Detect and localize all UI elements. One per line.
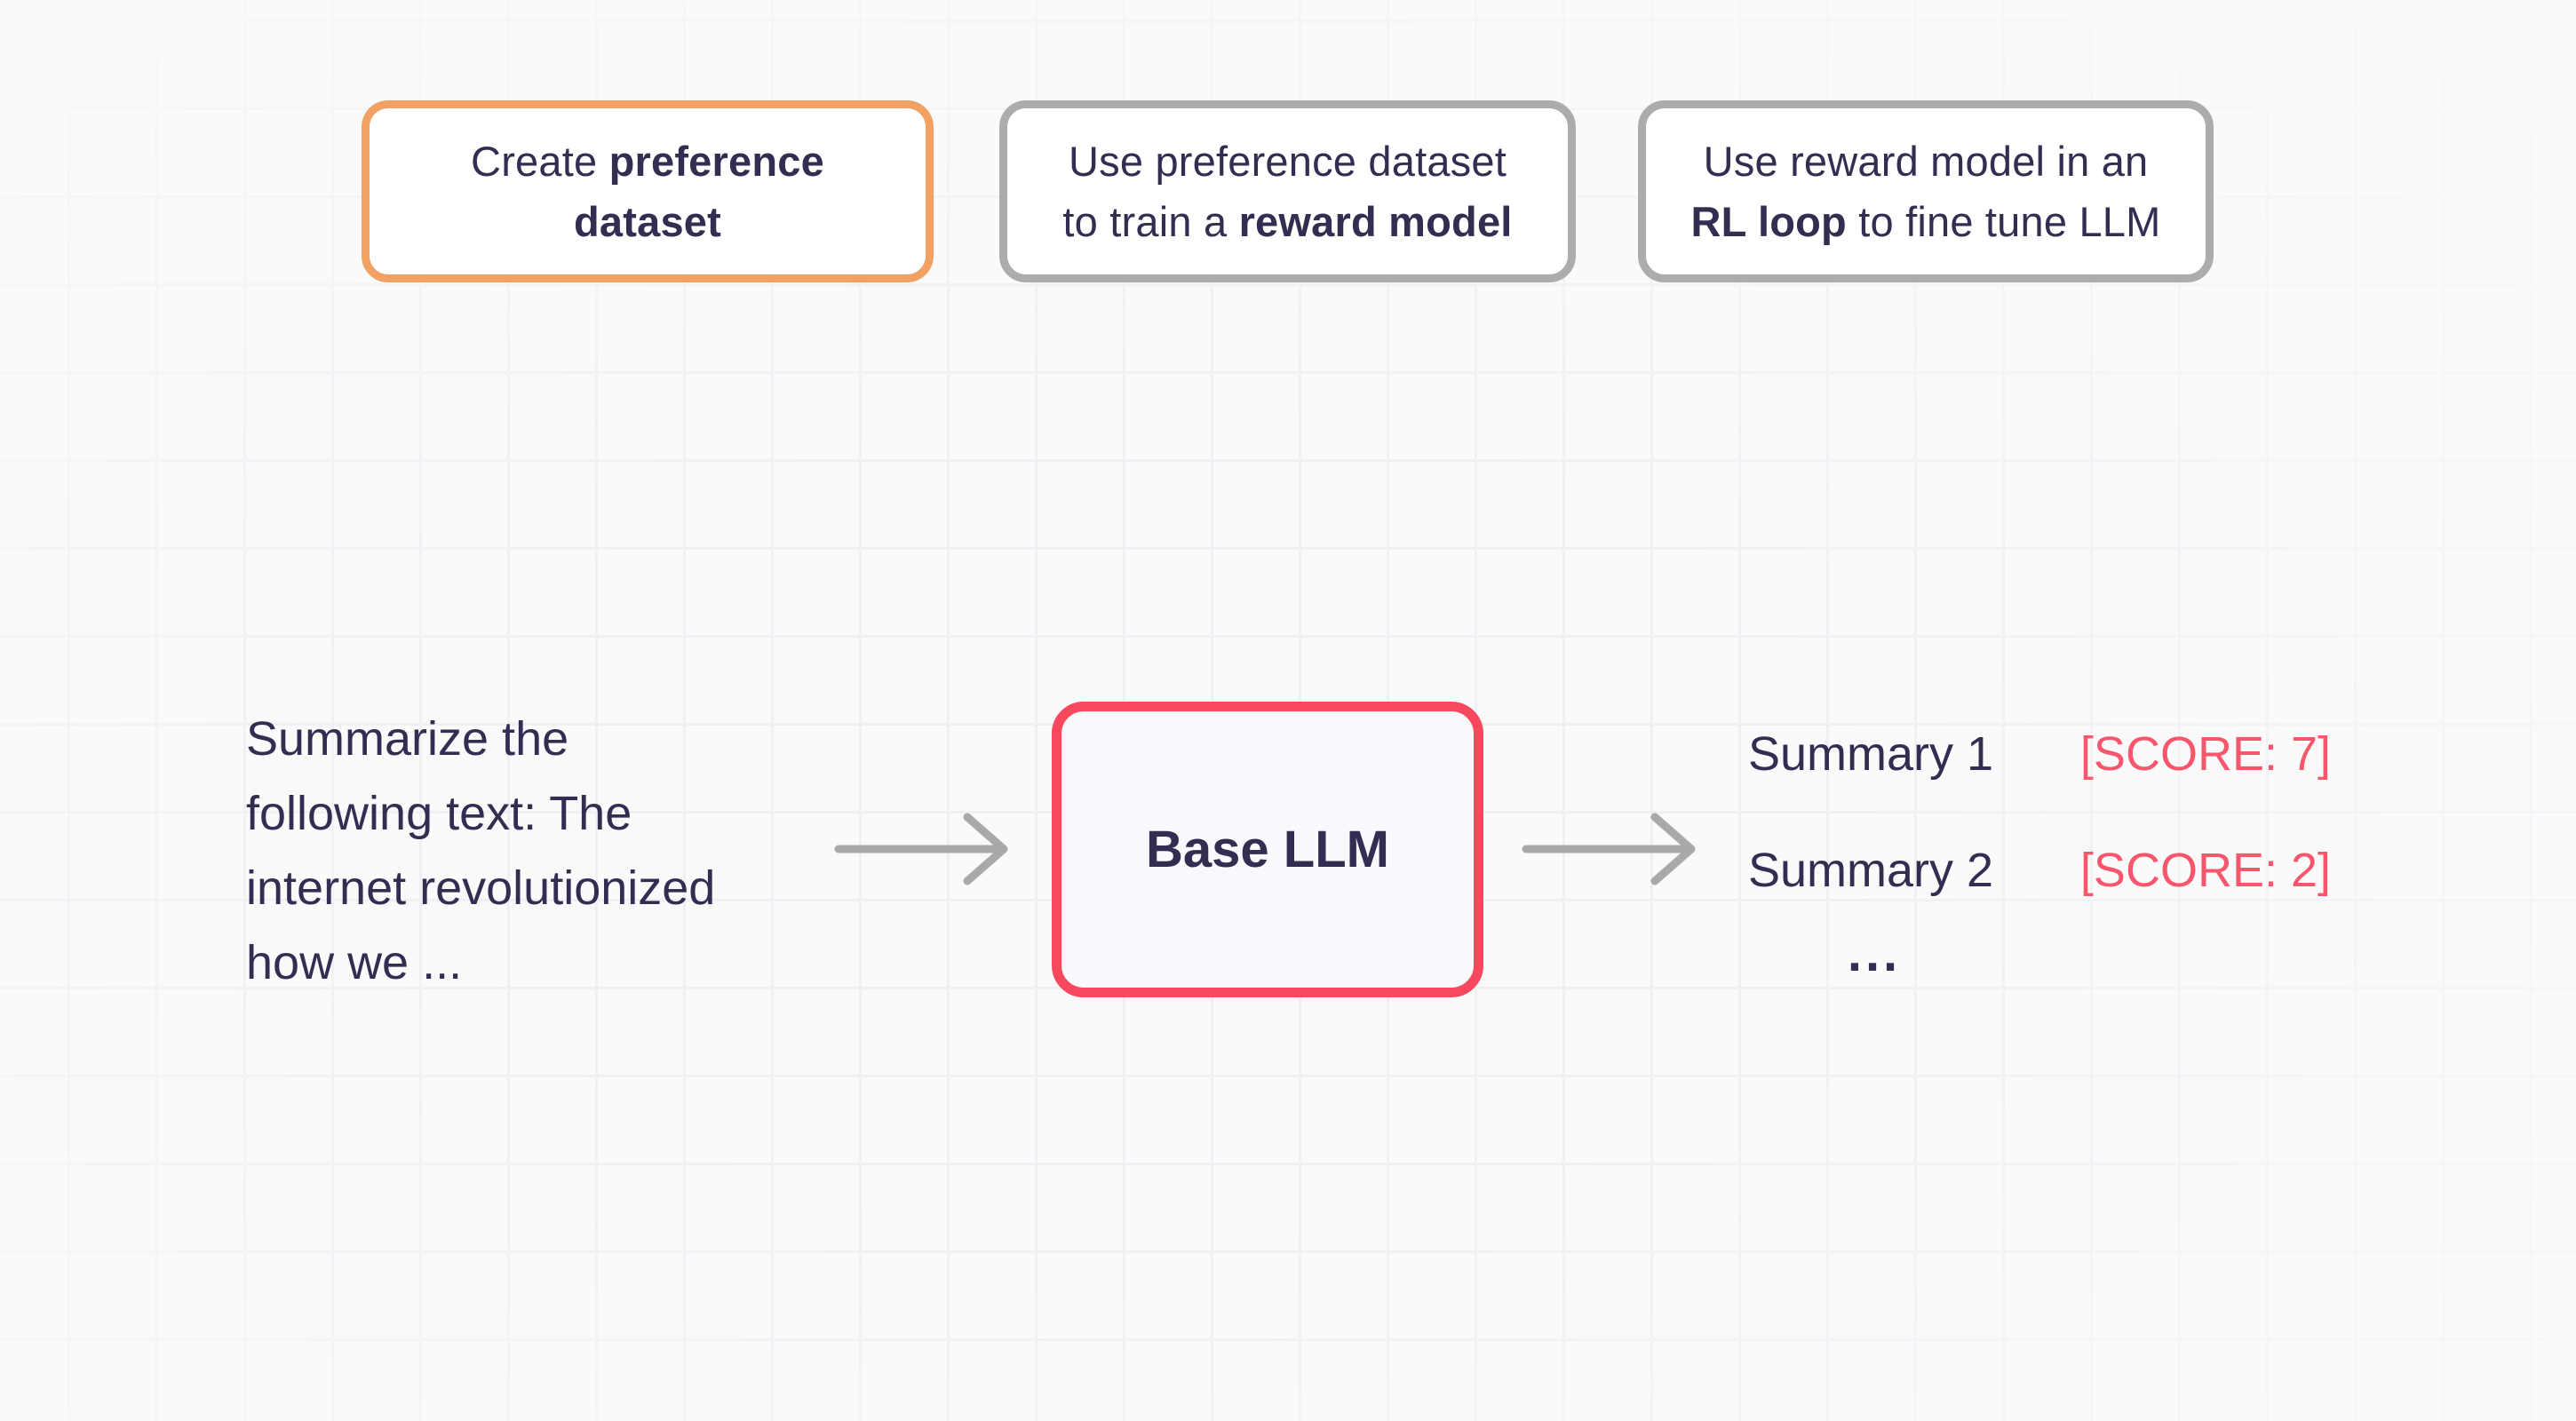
output-row: Summary 1 [SCORE: 7]	[1748, 726, 2331, 782]
step-box-create-preference-dataset: Create preference dataset	[362, 100, 934, 282]
step-line: dataset	[574, 192, 721, 252]
prompt-text: Summarize the following text: The intern…	[246, 702, 823, 1000]
summary-2-score: [SCORE: 2]	[2079, 844, 2331, 897]
summary-1-score: [SCORE: 7]	[2079, 727, 2331, 781]
prompt-line: Summarize the	[246, 712, 569, 766]
step-text: to train a	[1062, 197, 1239, 245]
step-text: to fine tune LLM	[1846, 197, 2161, 245]
step-text-bold: RL loop	[1690, 197, 1847, 245]
step-text: Use preference dataset	[1069, 137, 1507, 185]
step-text: Create	[471, 137, 609, 185]
summary-1-label: Summary 1	[1748, 727, 1994, 781]
prompt-line: following text: The	[246, 787, 632, 840]
output-row: Summary 2 [SCORE: 2]	[1748, 843, 2331, 898]
prompt-line: internet revolutionized	[246, 861, 716, 915]
base-llm-label: Base LLM	[1146, 821, 1389, 878]
step-text-bold: dataset	[574, 197, 721, 245]
step-line: Use reward model in an	[1704, 131, 2149, 192]
step-line: RL loop to fine tune LLM	[1691, 192, 2161, 252]
step-box-train-reward-model: Use preference dataset to train a reward…	[999, 100, 1576, 282]
prompt-line: how we ...	[246, 936, 463, 989]
more-outputs-ellipsis: ...	[1847, 925, 1902, 982]
step-line: Use preference dataset	[1069, 131, 1507, 192]
arrow-right-icon	[831, 806, 1031, 892]
step-box-rl-loop-fine-tune: Use reward model in an RL loop to fine t…	[1638, 100, 2214, 282]
arrow-right-icon	[1519, 806, 1719, 892]
base-llm-node: Base LLM	[1052, 702, 1483, 997]
step-line: Create preference	[471, 131, 824, 192]
step-text-bold: preference	[608, 137, 824, 185]
step-text: Use reward model in an	[1703, 137, 2149, 185]
step-line: to train a reward model	[1062, 192, 1512, 252]
summary-2-label: Summary 2	[1748, 844, 1994, 897]
step-text-bold: reward model	[1238, 197, 1513, 245]
